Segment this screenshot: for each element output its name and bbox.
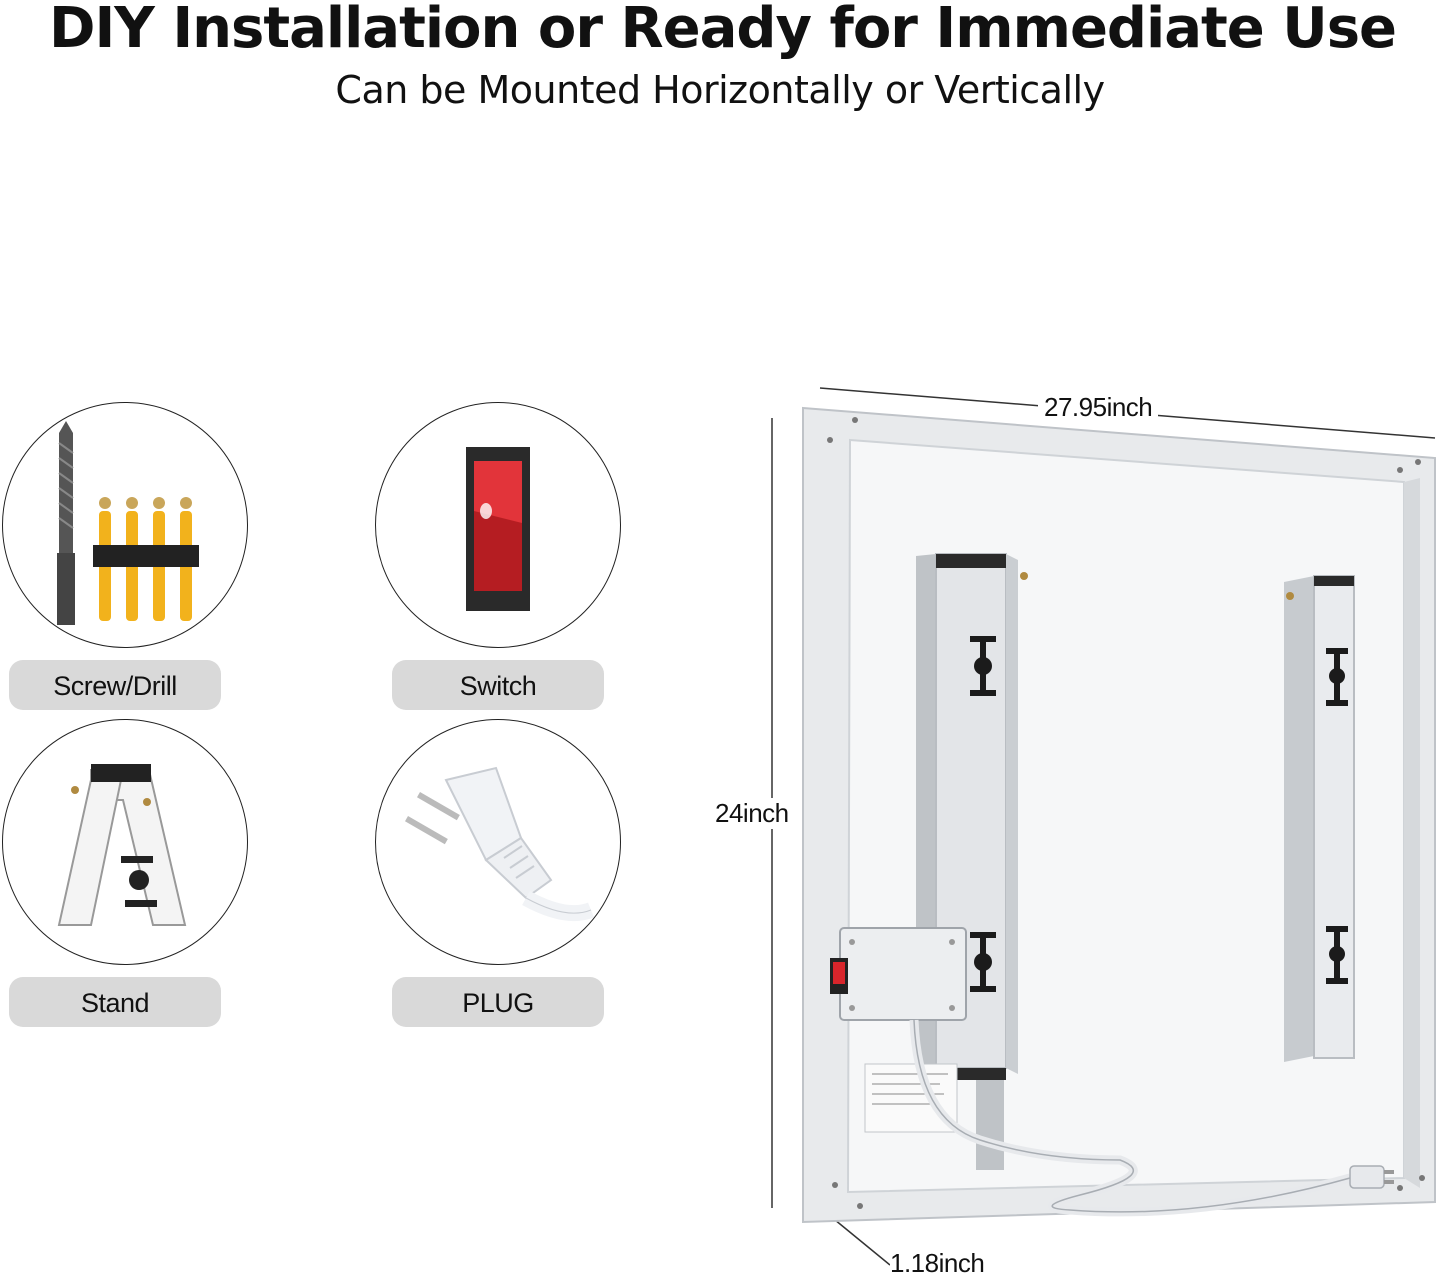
accessory-label-stand: Stand [9, 977, 221, 1027]
plug-icon [375, 719, 621, 965]
height-dimension-label: 24inch [715, 798, 789, 829]
page-title: DIY Installation or Ready for Immediate … [48, 0, 1397, 61]
depth-dimension-label: 1.18inch [890, 1248, 985, 1279]
page-subtitle: Can be Mounted Horizontally or Verticall… [335, 68, 1105, 112]
accessory-label-screw-drill: Screw/Drill [9, 660, 221, 710]
switch-box [839, 927, 967, 1021]
heater-panel-illustration [771, 387, 1436, 1266]
rocker-switch-icon [375, 402, 621, 648]
accessory-label-switch: Switch [392, 660, 604, 710]
accessory-label-plug: PLUG [392, 977, 604, 1027]
screw-drill-icon [2, 402, 248, 648]
width-dimension-label: 27.95inch [1038, 392, 1159, 423]
stand-icon [2, 719, 248, 965]
